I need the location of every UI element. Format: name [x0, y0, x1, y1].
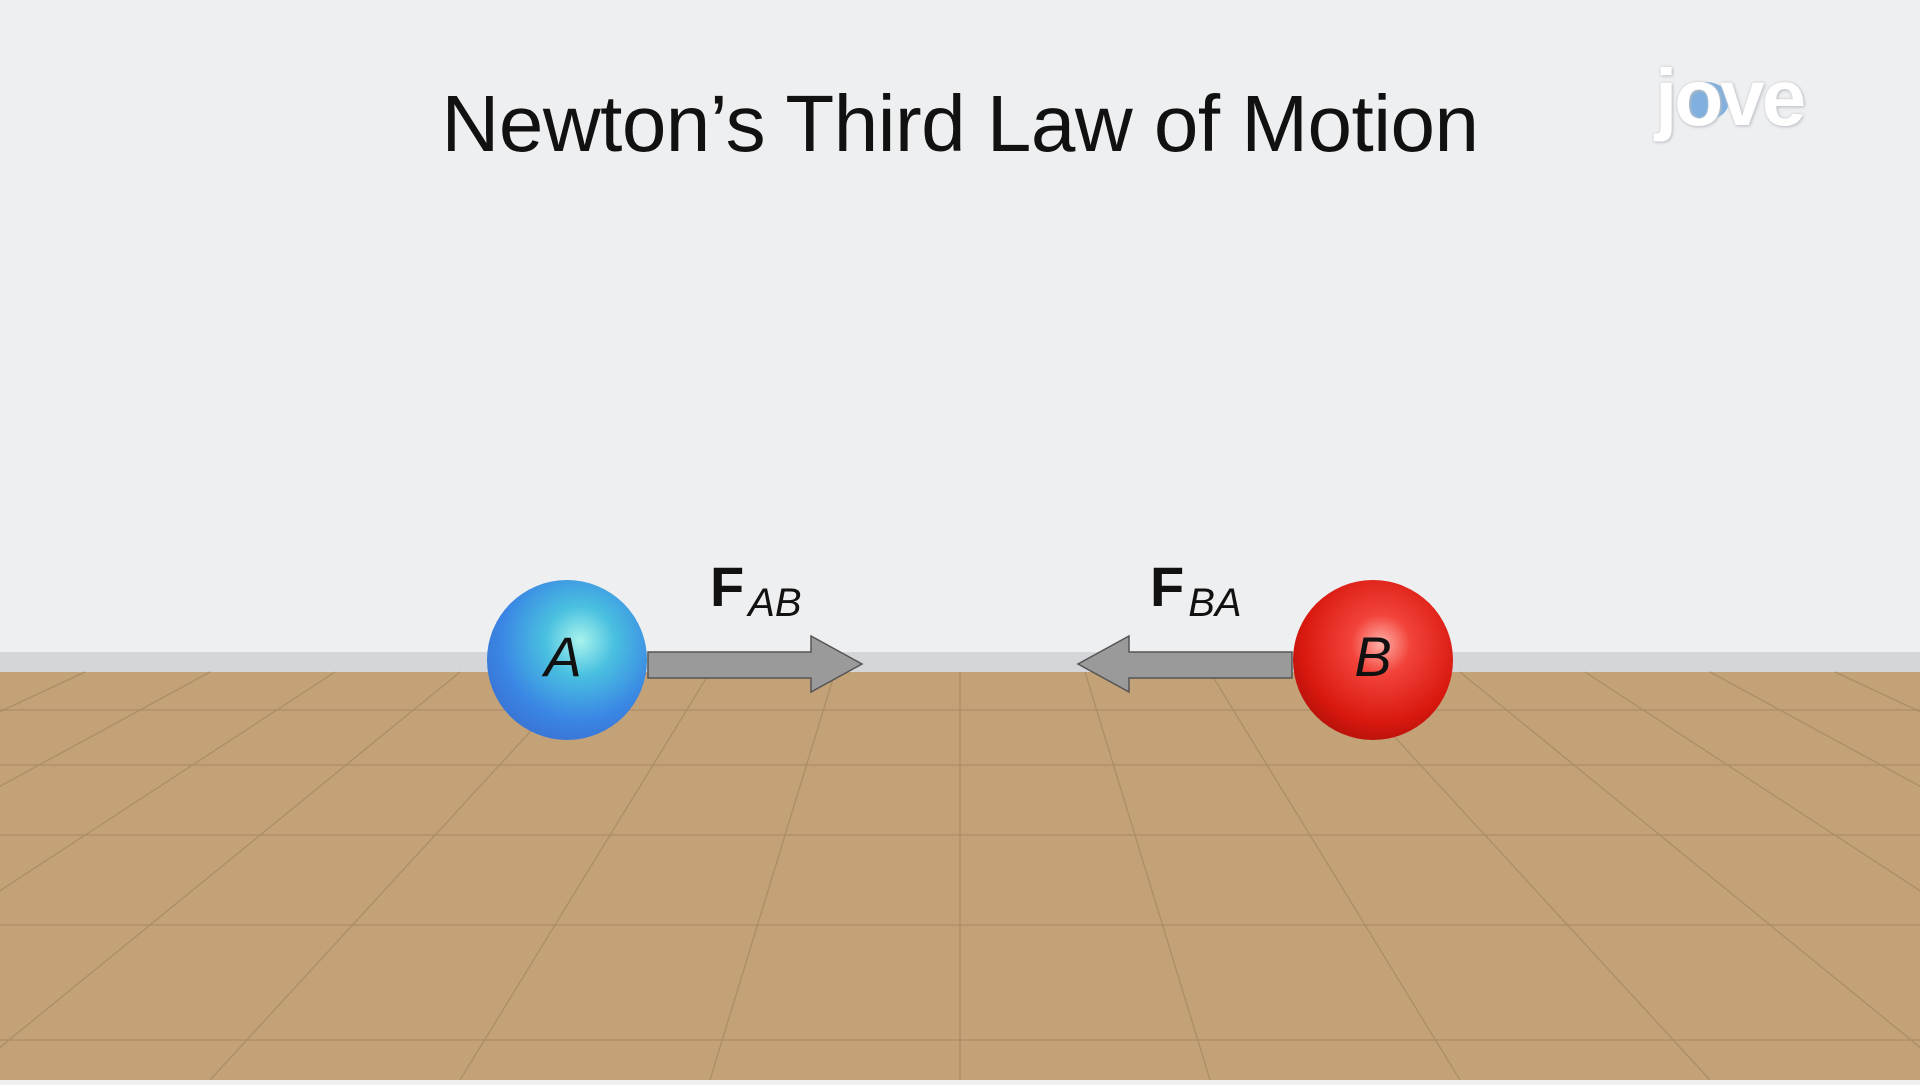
floor-line [0, 671, 461, 1049]
floor-line [1209, 671, 1461, 1081]
floor-line [1084, 671, 1211, 1081]
ball-a-label: A [541, 625, 581, 688]
ball-a: A [487, 580, 647, 740]
ball-b: B [1293, 580, 1453, 740]
floor-line [1584, 671, 1920, 892]
floor-line [459, 671, 711, 1081]
force-ab-arrow-icon [647, 634, 864, 694]
force-ab-subscript: AB [746, 581, 801, 625]
floor-line [1459, 671, 1920, 1049]
floor-line [709, 671, 836, 1081]
force-ba-symbol: F [1150, 555, 1184, 618]
speech-bubble-icon [1685, 82, 1729, 120]
floor-line [0, 671, 211, 787]
floor-line [209, 671, 586, 1081]
red-sphere-icon [1293, 580, 1453, 740]
floor-line [0, 671, 336, 892]
floor-line [1334, 671, 1711, 1081]
floor-line [1709, 671, 1920, 787]
ball-b-label: B [1354, 625, 1391, 688]
baseboard [0, 652, 1920, 672]
jove-logo: jove [1655, 52, 1806, 144]
page-title: Newton’s Third Law of Motion [441, 79, 1479, 168]
blue-sphere-icon [487, 580, 647, 740]
force-ba-arrow-icon [1076, 634, 1293, 694]
wall [0, 0, 1920, 652]
logo-text: jove [1655, 53, 1806, 142]
force-ba-subscript: BA [1188, 581, 1241, 625]
floor-tile-lines [0, 671, 1920, 1081]
force-ab-symbol: F [710, 555, 744, 618]
